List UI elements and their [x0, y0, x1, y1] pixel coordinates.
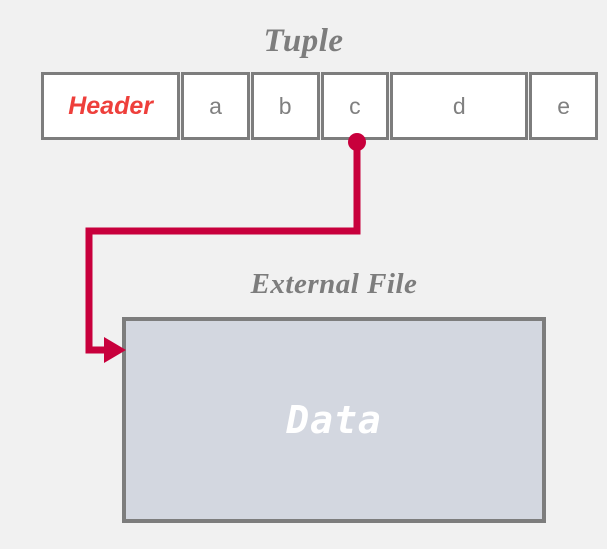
tuple-table: Header a b c d e	[41, 72, 599, 140]
tuple-cell-c[interactable]: c	[320, 72, 390, 140]
external-file-title: External File	[250, 268, 418, 300]
tuple-cell-d[interactable]: d	[390, 72, 529, 140]
tuple-title: Tuple	[263, 23, 344, 59]
tuple-cell-header[interactable]: Header	[41, 72, 181, 140]
tuple-cell-e[interactable]: e	[529, 72, 599, 140]
tuple-cell-a[interactable]: a	[181, 72, 250, 140]
tuple-cell-b[interactable]: b	[250, 72, 320, 140]
external-file-box[interactable]: Data	[122, 317, 546, 523]
external-file-data-label: Data	[286, 398, 382, 442]
